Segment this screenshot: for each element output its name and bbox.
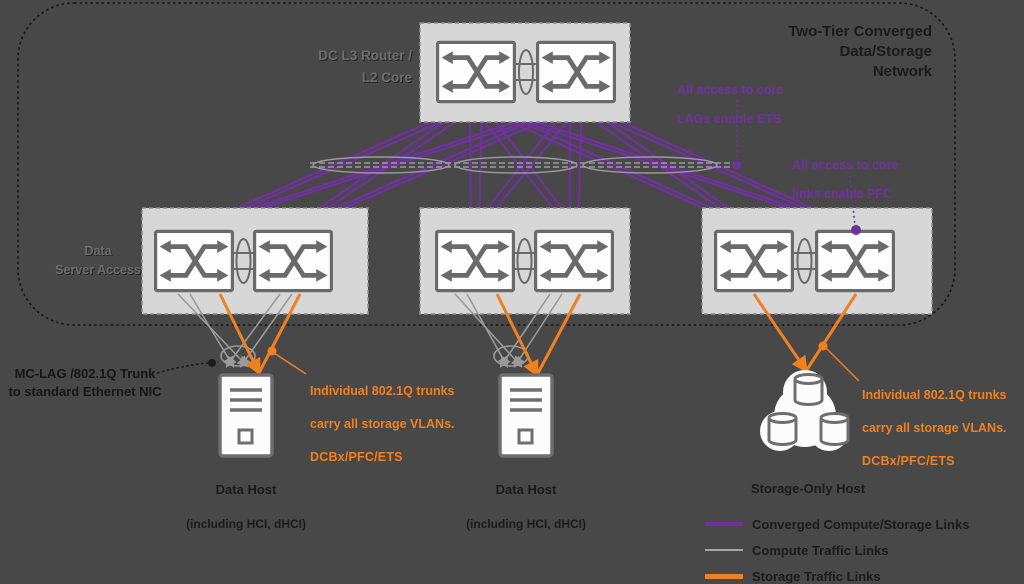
legend: Converged Compute/Storage Links Compute … xyxy=(705,511,969,584)
core-switch-2-icon xyxy=(538,42,615,101)
access-switch-5-icon xyxy=(716,231,793,290)
mclag-bond-ellipse-1 xyxy=(220,345,256,367)
annotation-dots xyxy=(208,160,861,367)
data-host-2-icon xyxy=(498,373,554,458)
ets-annotation: All access to core LAGs enable ETS xyxy=(677,68,783,126)
host-sub: (including HCI, dHCI) xyxy=(466,517,586,531)
access-label: Data Server Access xyxy=(55,244,141,277)
core-label: DC L3 Router / L2 Core xyxy=(318,48,412,85)
trunk-dot-left xyxy=(267,346,277,356)
legend-row-storage: Storage Traffic Links xyxy=(705,563,969,584)
annotation-pointers xyxy=(156,100,856,374)
core-switch-1-icon xyxy=(438,42,515,101)
mclag-dot xyxy=(208,359,216,367)
legend-label: Converged Compute/Storage Links xyxy=(752,516,970,532)
ets-dot xyxy=(732,160,742,170)
pfc-annotation: All access to core links enable PFC xyxy=(792,143,898,201)
ets-line1: All access to core xyxy=(677,82,784,97)
host-sub: (including HCI, dHCI) xyxy=(186,517,306,531)
data-host-2-label: Data Host (including HCI, dHCI) xyxy=(466,463,586,550)
trunk-right-line1: Individual 802.1Q trunks xyxy=(862,387,1007,402)
storage-host-icon xyxy=(760,370,850,453)
access-switch-4-icon xyxy=(536,231,613,290)
host-name: Storage-Only Host xyxy=(750,481,866,496)
pfc-bold: PFC xyxy=(867,186,893,201)
trunk-right-line2: carry all storage VLANs. xyxy=(862,420,1007,435)
host-name: Data Host xyxy=(495,482,557,497)
converged-link-swatch xyxy=(705,522,743,526)
pod-boxes xyxy=(141,22,933,315)
storage-host-label: Storage-Only Host xyxy=(751,462,865,515)
access-switch-2-icon xyxy=(255,231,332,290)
trunk-right-line3: DCBx/PFC/ETS xyxy=(862,453,955,468)
legend-row-converged: Converged Compute/Storage Links xyxy=(705,511,969,537)
access-switch-3-icon xyxy=(437,231,514,290)
access-switch-6-icon xyxy=(817,231,894,290)
trunk-left-line2: carry all storage VLANs. xyxy=(310,416,455,431)
trunk-left-line1: Individual 802.1Q trunks xyxy=(310,383,455,398)
host-name: Data Host xyxy=(215,482,277,497)
storage-link-swatch xyxy=(705,573,743,579)
ets-bold: ETS xyxy=(756,111,782,126)
lag-bundle-row xyxy=(310,156,740,174)
ets-line2: LAGs enable xyxy=(677,111,757,126)
network-boundary xyxy=(17,2,956,326)
storage-trunk-annotation-right: Individual 802.1Q trunks carry all stora… xyxy=(862,370,1007,469)
legend-row-compute: Compute Traffic Links xyxy=(705,537,969,563)
legend-label: Compute Traffic Links xyxy=(752,542,889,558)
lag-ellipse-middle xyxy=(454,156,578,174)
storage-links xyxy=(218,293,860,382)
diagram-title: Two-Tier Converged Data/Storage Network xyxy=(788,23,932,80)
compute-link-swatch xyxy=(705,549,743,551)
access-switch-1-icon xyxy=(156,231,233,290)
lag-ellipse-right xyxy=(582,156,718,174)
mclag-annotation: MC-LAG /802.1Q Trunk to standard Etherne… xyxy=(8,366,162,399)
data-host-1-label: Data Host (including HCI, dHCI) xyxy=(186,463,306,550)
peer-links xyxy=(234,49,815,284)
data-host-1-icon xyxy=(218,373,274,458)
pfc-line1: All access to core xyxy=(792,157,899,172)
storage-trunk-annotation-left: Individual 802.1Q trunks carry all stora… xyxy=(310,366,455,465)
pfc-dot xyxy=(851,225,861,235)
trunk-left-line3: DCBx/PFC/ETS xyxy=(310,449,403,464)
lag-ellipse-left xyxy=(312,156,450,174)
legend-label: Storage Traffic Links xyxy=(752,568,881,584)
pfc-line2: links enable xyxy=(792,186,868,201)
trunk-dot-right xyxy=(818,341,828,351)
